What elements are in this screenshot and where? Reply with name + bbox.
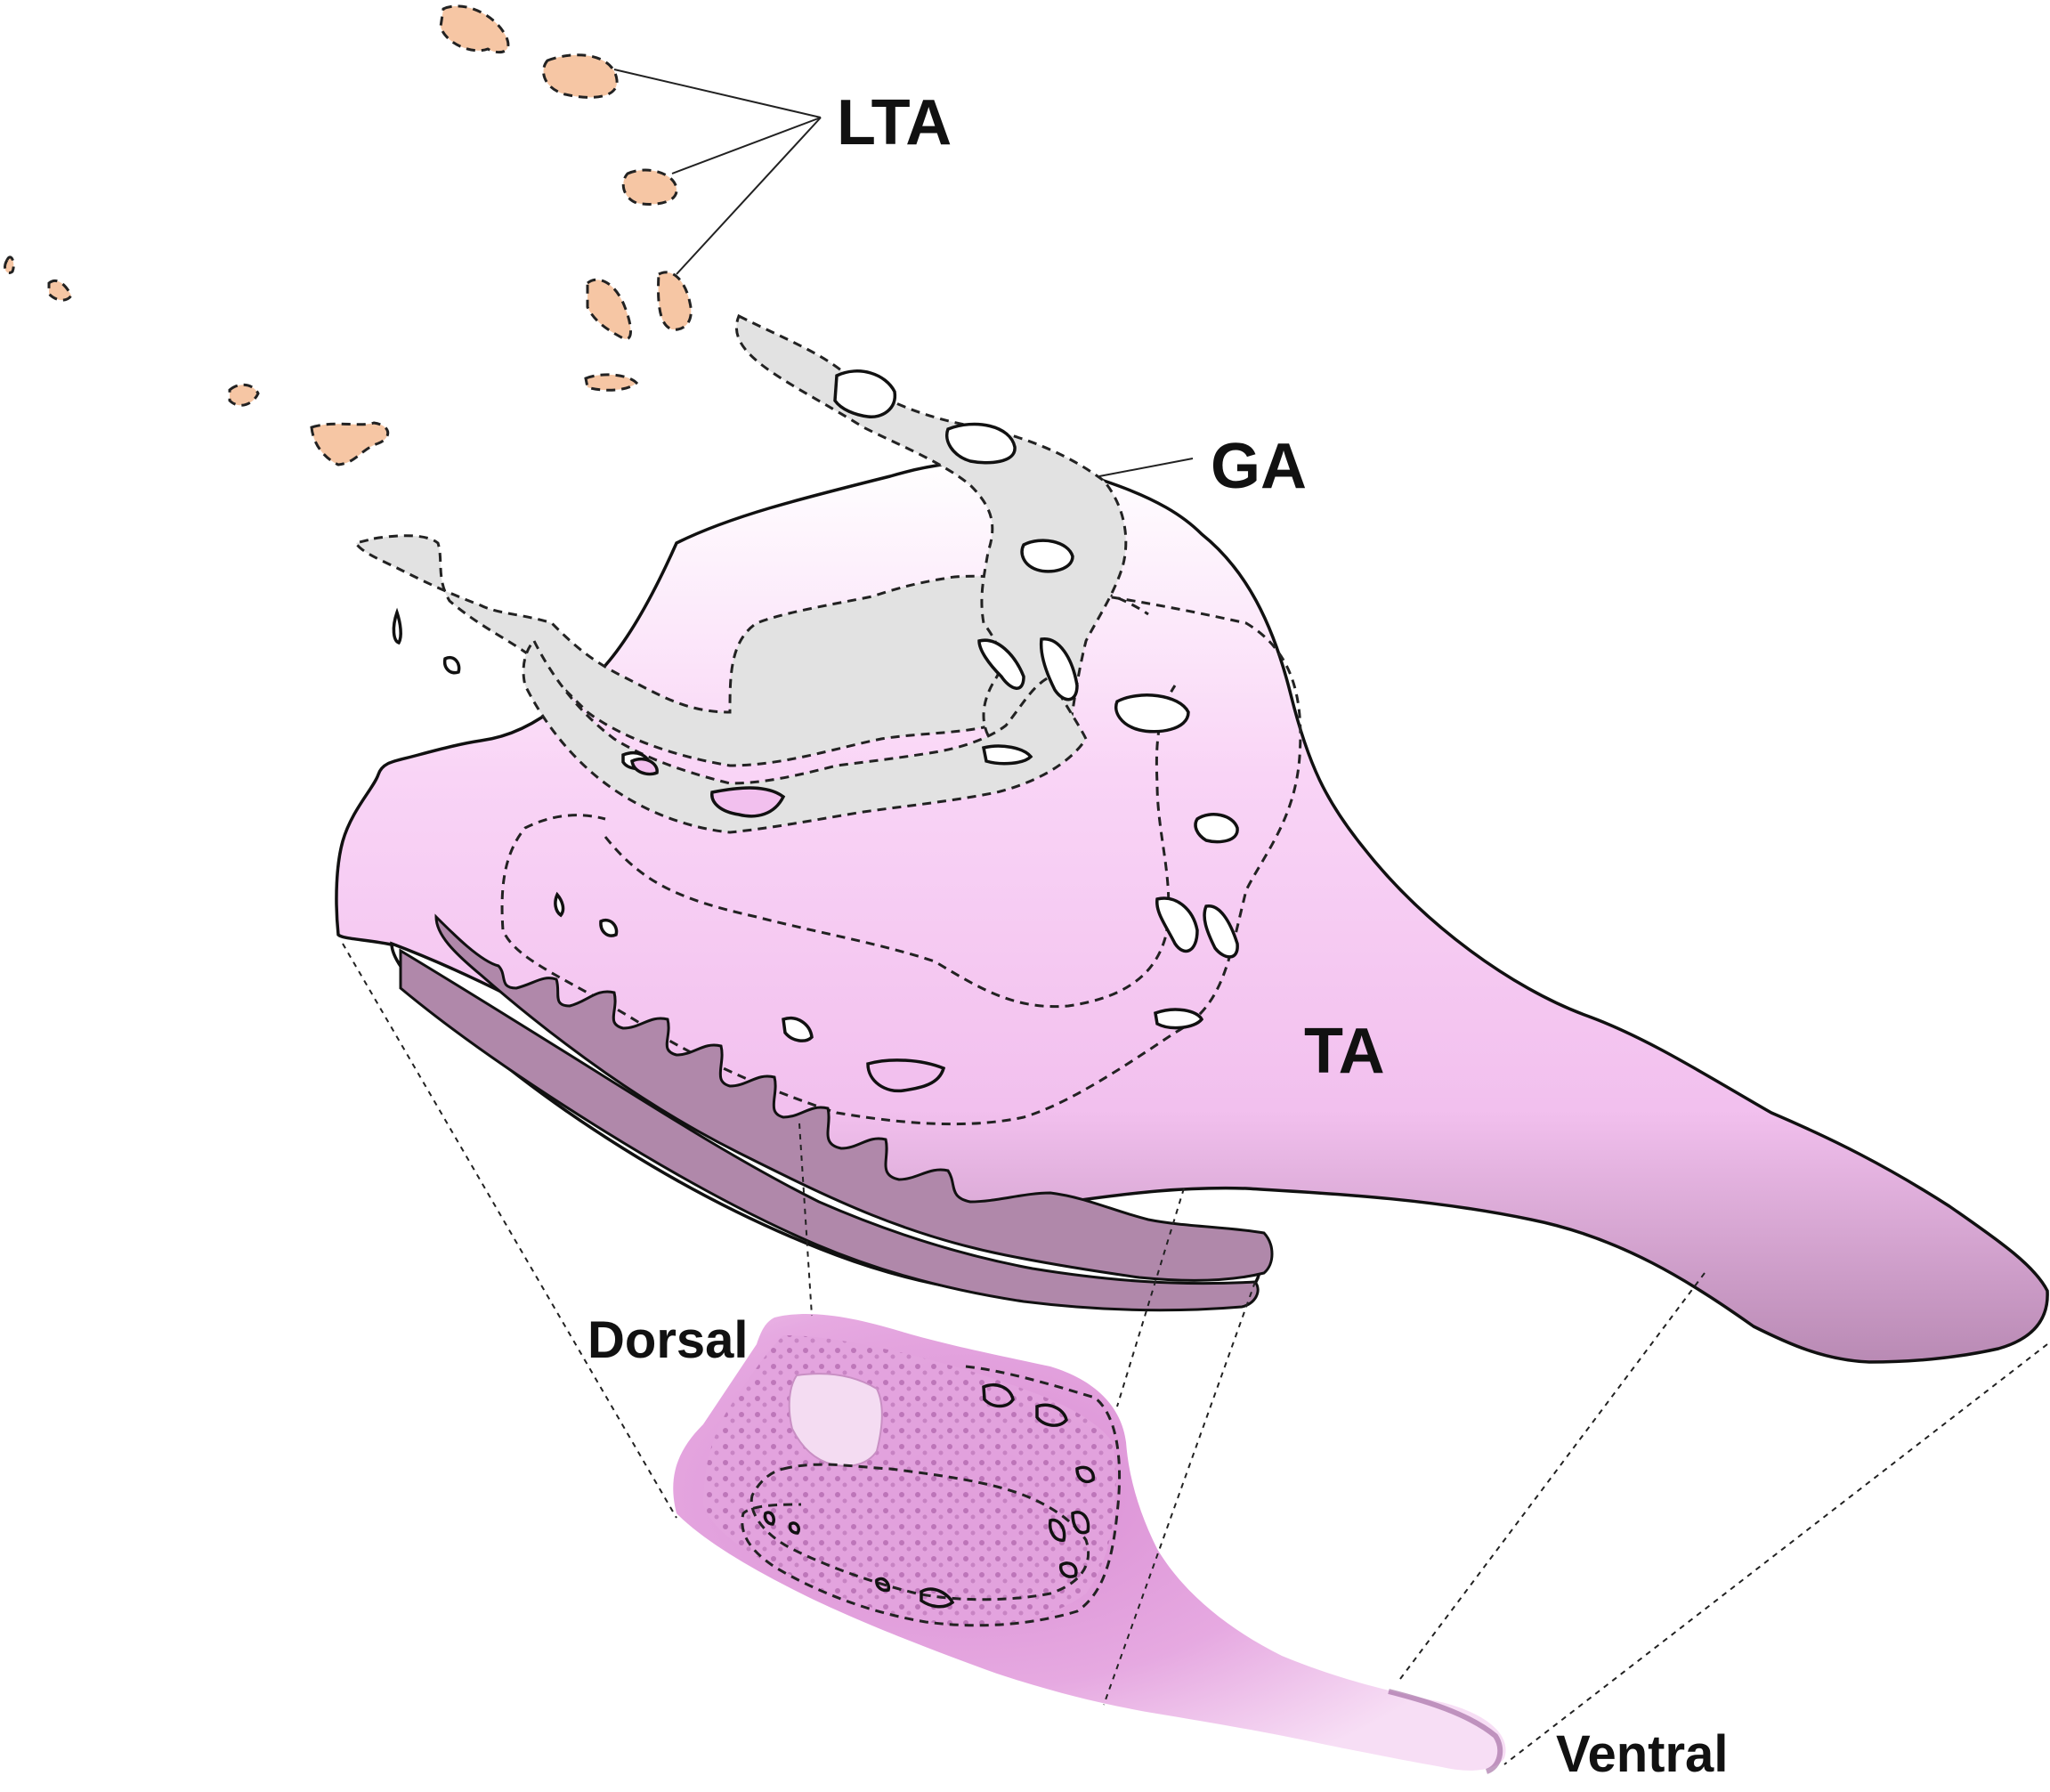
lumen (763, 1511, 776, 1526)
lumen (442, 656, 461, 675)
lta-leader (676, 117, 822, 275)
epithelium-folds (434, 913, 1274, 1282)
lumen (1039, 637, 1079, 701)
projection-lines (342, 943, 2048, 1765)
lumen (554, 891, 565, 918)
lumens (392, 369, 1239, 1093)
lumen (1155, 896, 1199, 953)
lumen (977, 638, 1025, 690)
ta-zone-outer (500, 577, 1302, 1126)
lta-islet (47, 279, 73, 302)
lta-islets (4, 4, 693, 466)
lumen (920, 1587, 955, 1609)
lta-leader (613, 69, 822, 118)
lumen (392, 607, 402, 645)
ga-leader (1098, 458, 1194, 477)
lta-islet (542, 53, 619, 99)
histology-section (673, 1313, 1506, 1774)
lumen (782, 1017, 814, 1042)
projection-line (1503, 1343, 2048, 1765)
label-ventral: Ventral (1556, 1725, 1728, 1783)
epithelium-base (399, 948, 1260, 1312)
lta-islet (439, 4, 510, 54)
lumen (1058, 1561, 1078, 1578)
ga-region-bridge (522, 638, 1088, 834)
lumen (630, 757, 659, 776)
lumen (710, 786, 786, 818)
lumen (866, 1058, 946, 1093)
lumen (1048, 1518, 1066, 1542)
lumen (875, 1577, 891, 1593)
lumen (833, 369, 896, 418)
lumen (1154, 1008, 1204, 1030)
epithelium (390, 913, 1274, 1312)
lumen (788, 1521, 801, 1535)
projection-line (1103, 1281, 1256, 1706)
lta-islet (586, 278, 632, 341)
lta-leader (671, 117, 822, 174)
histology-lumen (788, 1373, 883, 1467)
lta-islet (228, 383, 260, 407)
label-dorsal: Dorsal (587, 1311, 749, 1369)
ta-zone-inner (604, 685, 1177, 1009)
lta-islet (4, 255, 15, 274)
lumen (1035, 1403, 1068, 1427)
lta-islet (621, 168, 678, 206)
histology-zone-inner (750, 1463, 1090, 1601)
lta-islet (310, 421, 390, 466)
histology-edge (1388, 1689, 1503, 1774)
lumen (1194, 813, 1239, 844)
lumen (1114, 693, 1190, 734)
lumen (981, 744, 1033, 766)
lta-leader-lines (613, 69, 822, 275)
lumen (1203, 904, 1239, 959)
projection-line (798, 1123, 813, 1317)
projection-line (342, 943, 677, 1519)
label-lta: LTA (837, 87, 952, 158)
label-ta: TA (1304, 1016, 1385, 1087)
lumen (982, 1383, 1015, 1408)
lumen (599, 919, 619, 937)
label-ga: GA (1211, 431, 1307, 502)
lumen (1075, 1465, 1095, 1484)
lumen (945, 422, 1017, 465)
lumen (1020, 539, 1074, 573)
projection-line (1397, 1272, 1706, 1683)
lta-islet (657, 271, 693, 331)
histology-zone-outer (741, 1365, 1122, 1627)
lta-islet (584, 373, 639, 392)
lumen (1071, 1511, 1090, 1535)
